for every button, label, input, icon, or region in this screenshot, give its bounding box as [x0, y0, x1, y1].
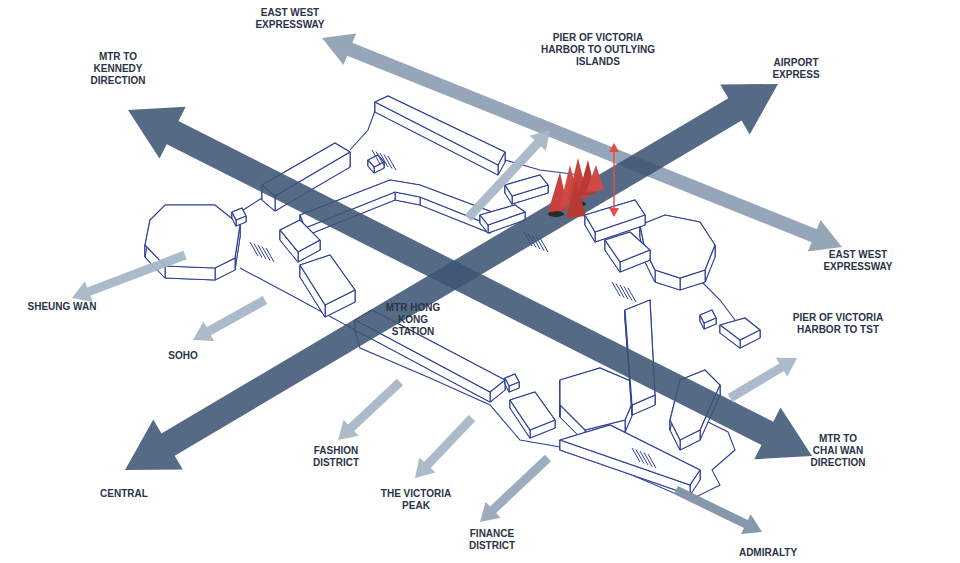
place-label: FASHION DISTRICT [304, 445, 368, 469]
direction-arrow [728, 358, 797, 402]
place-label: THE VICTORIA PEAK [372, 488, 460, 512]
building-block [300, 255, 355, 317]
place-label: SOHO [158, 350, 208, 362]
place-label: PIER OF VICTORIA HARBOR TO TST [788, 312, 888, 336]
building-block [510, 392, 555, 438]
place-label: EAST WEST EXPRESSWAY [818, 249, 898, 273]
direction-arrow [125, 84, 778, 470]
red-cones [548, 143, 619, 218]
direction-arrow [415, 415, 475, 478]
direction-arrow [72, 251, 187, 302]
direction-arrow [465, 130, 550, 221]
place-label: PIER OF VICTORIA HARBOR TO OUTLYING ISLA… [534, 32, 662, 68]
direction-arrows [72, 33, 842, 534]
building-block [720, 318, 760, 348]
place-label: SHEUNG WAN [22, 301, 102, 313]
direction-arrow [338, 379, 403, 440]
direction-arrow [480, 455, 551, 522]
place-label: ADMIRALTY [730, 547, 806, 559]
building-block [700, 310, 716, 329]
place-label: CENTRAL [94, 488, 154, 500]
building-block [232, 208, 246, 226]
place-label: MTR TO KENNEDY DIRECTION [87, 51, 149, 87]
building-block [505, 374, 519, 392]
building-block [560, 425, 700, 495]
direction-arrow [193, 296, 267, 341]
building-block [280, 220, 320, 262]
place-label: MTR TO CHAI WAN DIRECTION [806, 433, 870, 469]
direction-arrow [674, 486, 762, 534]
place-label: AIRPORT EXPRESS [763, 57, 829, 81]
building-block [640, 215, 715, 290]
building-block [505, 175, 548, 204]
building-block [605, 232, 650, 272]
place-label: FINANCE DISTRICT [460, 528, 524, 552]
place-label: EAST WEST EXPRESSWAY [250, 7, 330, 31]
place-label: MTR HONG KONG STATION [382, 302, 444, 338]
